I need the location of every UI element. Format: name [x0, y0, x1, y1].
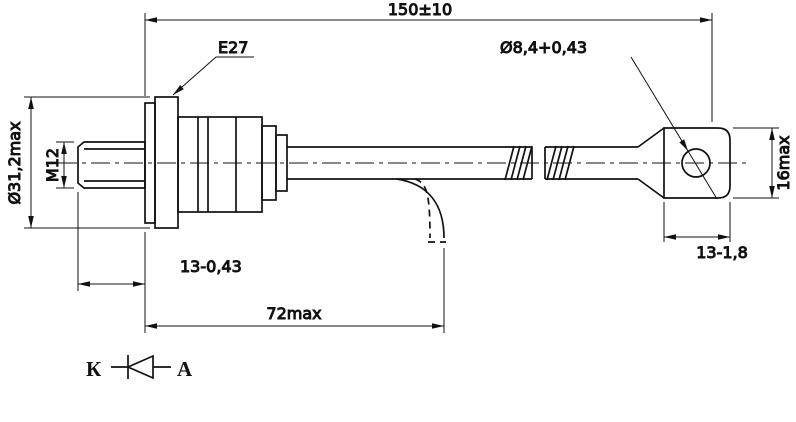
- dim-overall-length-label: 150±10: [388, 0, 452, 19]
- body-cylinder: [177, 116, 263, 213]
- body-length-label: 72max: [266, 304, 321, 323]
- diode-triangle: [125, 354, 154, 380]
- diode-glyph: [111, 354, 171, 380]
- thread-length-label: 13-0,43: [180, 257, 242, 276]
- dim-thread-length: 13-0,43: [77, 192, 242, 333]
- bend-outer-curve: [396, 178, 445, 239]
- lug-height-label: 16max: [774, 135, 793, 190]
- callout-base: E27: [172, 38, 254, 96]
- component-outline: [77, 96, 731, 243]
- break-hatch-right: [546, 145, 575, 181]
- cathode-label: К: [86, 357, 102, 381]
- bend-inner-curve: [414, 178, 431, 239]
- dim-flange-diameter: Ø31,2max: [5, 96, 150, 229]
- callout-hole-diameter: Ø8,4+0,43: [500, 38, 718, 200]
- diode-symbol: К А: [86, 354, 193, 381]
- lug-length-label: 13-1,8: [696, 243, 748, 262]
- lug-hole: [681, 148, 711, 178]
- thread-label: M12: [43, 148, 62, 182]
- dim-overall-length: 150±10: [144, 0, 713, 122]
- hex-flange: [154, 96, 179, 229]
- dim-lug-length: 13-1,8: [663, 202, 748, 263]
- flange-diameter-label: Ø31,2max: [5, 121, 24, 204]
- lug-taper-bottom: [637, 178, 665, 199]
- dim-thread: M12: [43, 141, 74, 189]
- terminal-lug: [663, 127, 731, 199]
- break-hatch-left: [504, 145, 533, 181]
- hole-diameter-label: Ø8,4+0,43: [500, 38, 587, 57]
- lug-taper-top: [637, 127, 665, 148]
- anode-label: А: [177, 357, 193, 381]
- dim-lug-height: 16max: [733, 127, 794, 199]
- body-step-2: [275, 134, 288, 192]
- base-code-label: E27: [218, 38, 248, 57]
- dim-body-length: 72max: [145, 248, 445, 333]
- dimensions: 150±10 E27 Ø8,4+0,43 Ø31,2max M12: [5, 0, 794, 333]
